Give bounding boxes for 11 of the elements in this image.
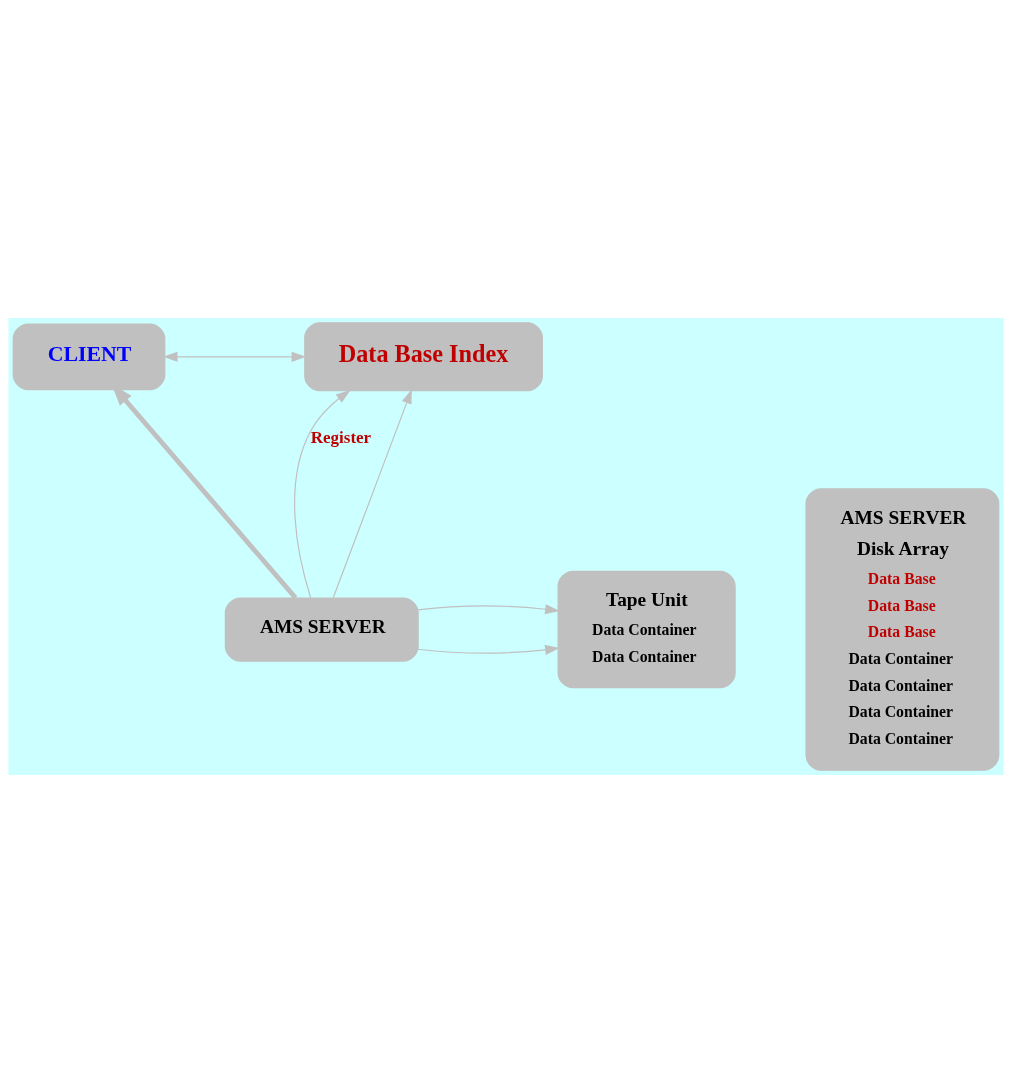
- arrow: [294, 389, 351, 598]
- node-box: AMS SERVER Disk Array Data Base Data Base Data Base Data Container Data Container Data Container Data Container: [805, 487, 1000, 771]
- node-box: Tape Unit Data Container Data Container: [557, 570, 736, 688]
- arrow: [417, 603, 560, 614]
- edge-label: Register: [310, 427, 372, 447]
- node-box: AMS SERVER: [224, 596, 419, 662]
- arrow: [332, 388, 412, 598]
- arrow: [417, 644, 560, 655]
- node-box: CLIENT: [12, 322, 166, 390]
- node-box: Data Base Index: [304, 321, 543, 391]
- arrow: [162, 351, 307, 362]
